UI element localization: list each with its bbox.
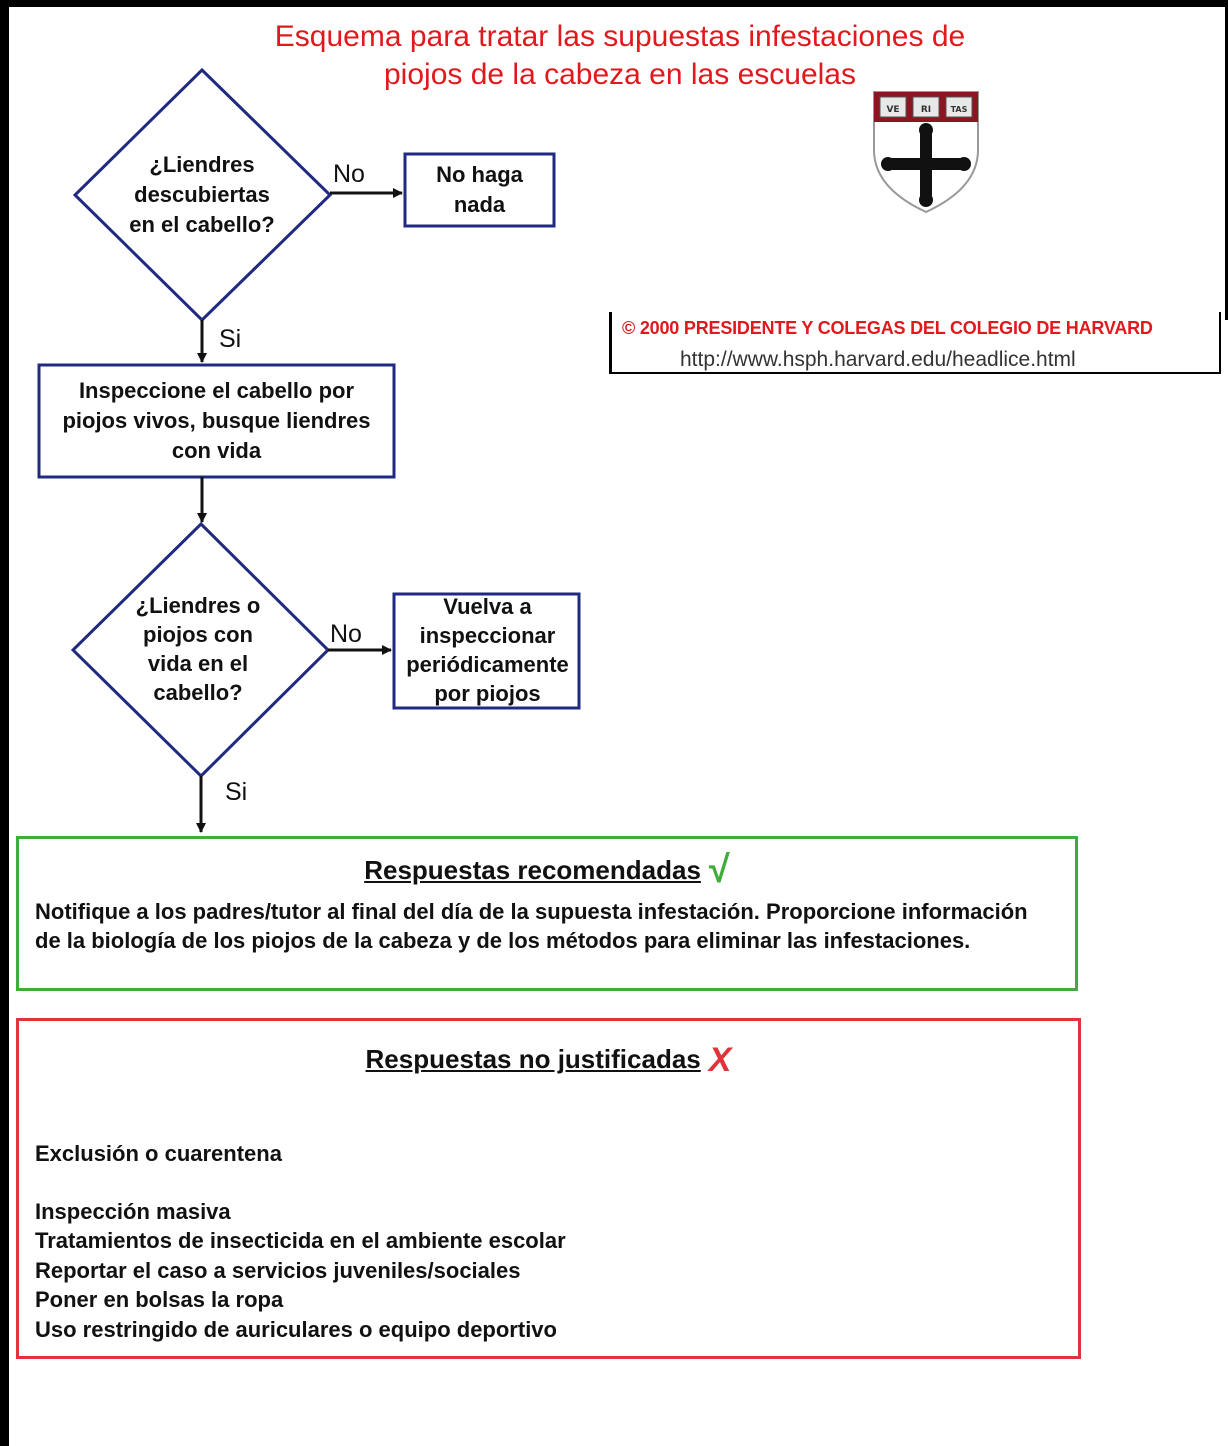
cross-icon [881, 123, 971, 207]
list-item: Uso restringido de auriculares o equipo … [35, 1316, 557, 1342]
title-line-1: Esquema para tratar las supuestas infest… [274, 20, 966, 53]
decision-1-text: ¿Liendres descubiertas en el cabello? [129, 152, 275, 237]
recommended-text: Notifique a los padres/tutor al final de… [35, 899, 1028, 953]
yes-label-1: Si [219, 325, 242, 353]
unjustified-title: Respuestas no justificadas [365, 1044, 701, 1074]
logo-book-3: TAS [951, 105, 968, 114]
list-item: Exclusión o cuarentena [35, 1141, 282, 1166]
no-label-2: No [330, 620, 362, 648]
recommended-title: Respuestas recomendadas [364, 855, 701, 885]
diagram-title: Esquema para tratar las supuestas infest… [220, 18, 1020, 94]
recommended-title-row: Respuestas recomendadas√ [19, 849, 1075, 892]
copyright-url[interactable]: http://www.hsph.harvard.edu/headlice.htm… [680, 348, 1076, 371]
list-item: Inspección masiva [35, 1198, 231, 1224]
copyright-text: © 2000 PRESIDENTE Y COLEGAS DEL COLEGIO … [622, 318, 1153, 338]
no-action-text: No haga nada [436, 162, 523, 217]
logo-book-2: RI [921, 105, 931, 115]
checkmark-icon: √ [708, 849, 730, 891]
reinspect-text: Vuelva a inspeccionar periódicamente por… [406, 594, 569, 706]
no-label-1: No [333, 160, 365, 188]
unjustified-list: Exclusión o cuarentena Inspección masiva… [35, 1139, 566, 1344]
inspect-box [37, 363, 396, 479]
no-action-box [403, 152, 556, 228]
copyright-notice: © 2000 PRESIDENTE Y COLEGAS DEL COLEGIO … [609, 312, 1221, 374]
decision-2-text: ¿Liendres o piojos con vida en el cabell… [135, 593, 261, 705]
frame-right-border [1225, 0, 1228, 320]
harvard-shield-logo: VE RI TAS [873, 91, 979, 214]
list-item: Poner en bolsas la ropa [35, 1287, 284, 1312]
yes-label-2: Si [225, 778, 248, 806]
list-item: Tratamientos de insecticida en el ambien… [35, 1228, 566, 1253]
logo-book-1: VE [886, 105, 899, 115]
frame-left-border [0, 0, 9, 1446]
inspect-text: Inspeccione el cabello por piojos vivos,… [62, 378, 371, 463]
frame-top-border [0, 0, 1228, 7]
list-item: Reportar el caso a servicios juveniles/s… [35, 1257, 521, 1283]
recommended-responses-box: Respuestas recomendadas√ Notifique a los… [16, 836, 1078, 991]
reinspect-box [392, 592, 581, 710]
title-line-2: piojos de la cabeza en las escuelas [384, 58, 856, 91]
cross-mark-icon: X [708, 1041, 732, 1079]
